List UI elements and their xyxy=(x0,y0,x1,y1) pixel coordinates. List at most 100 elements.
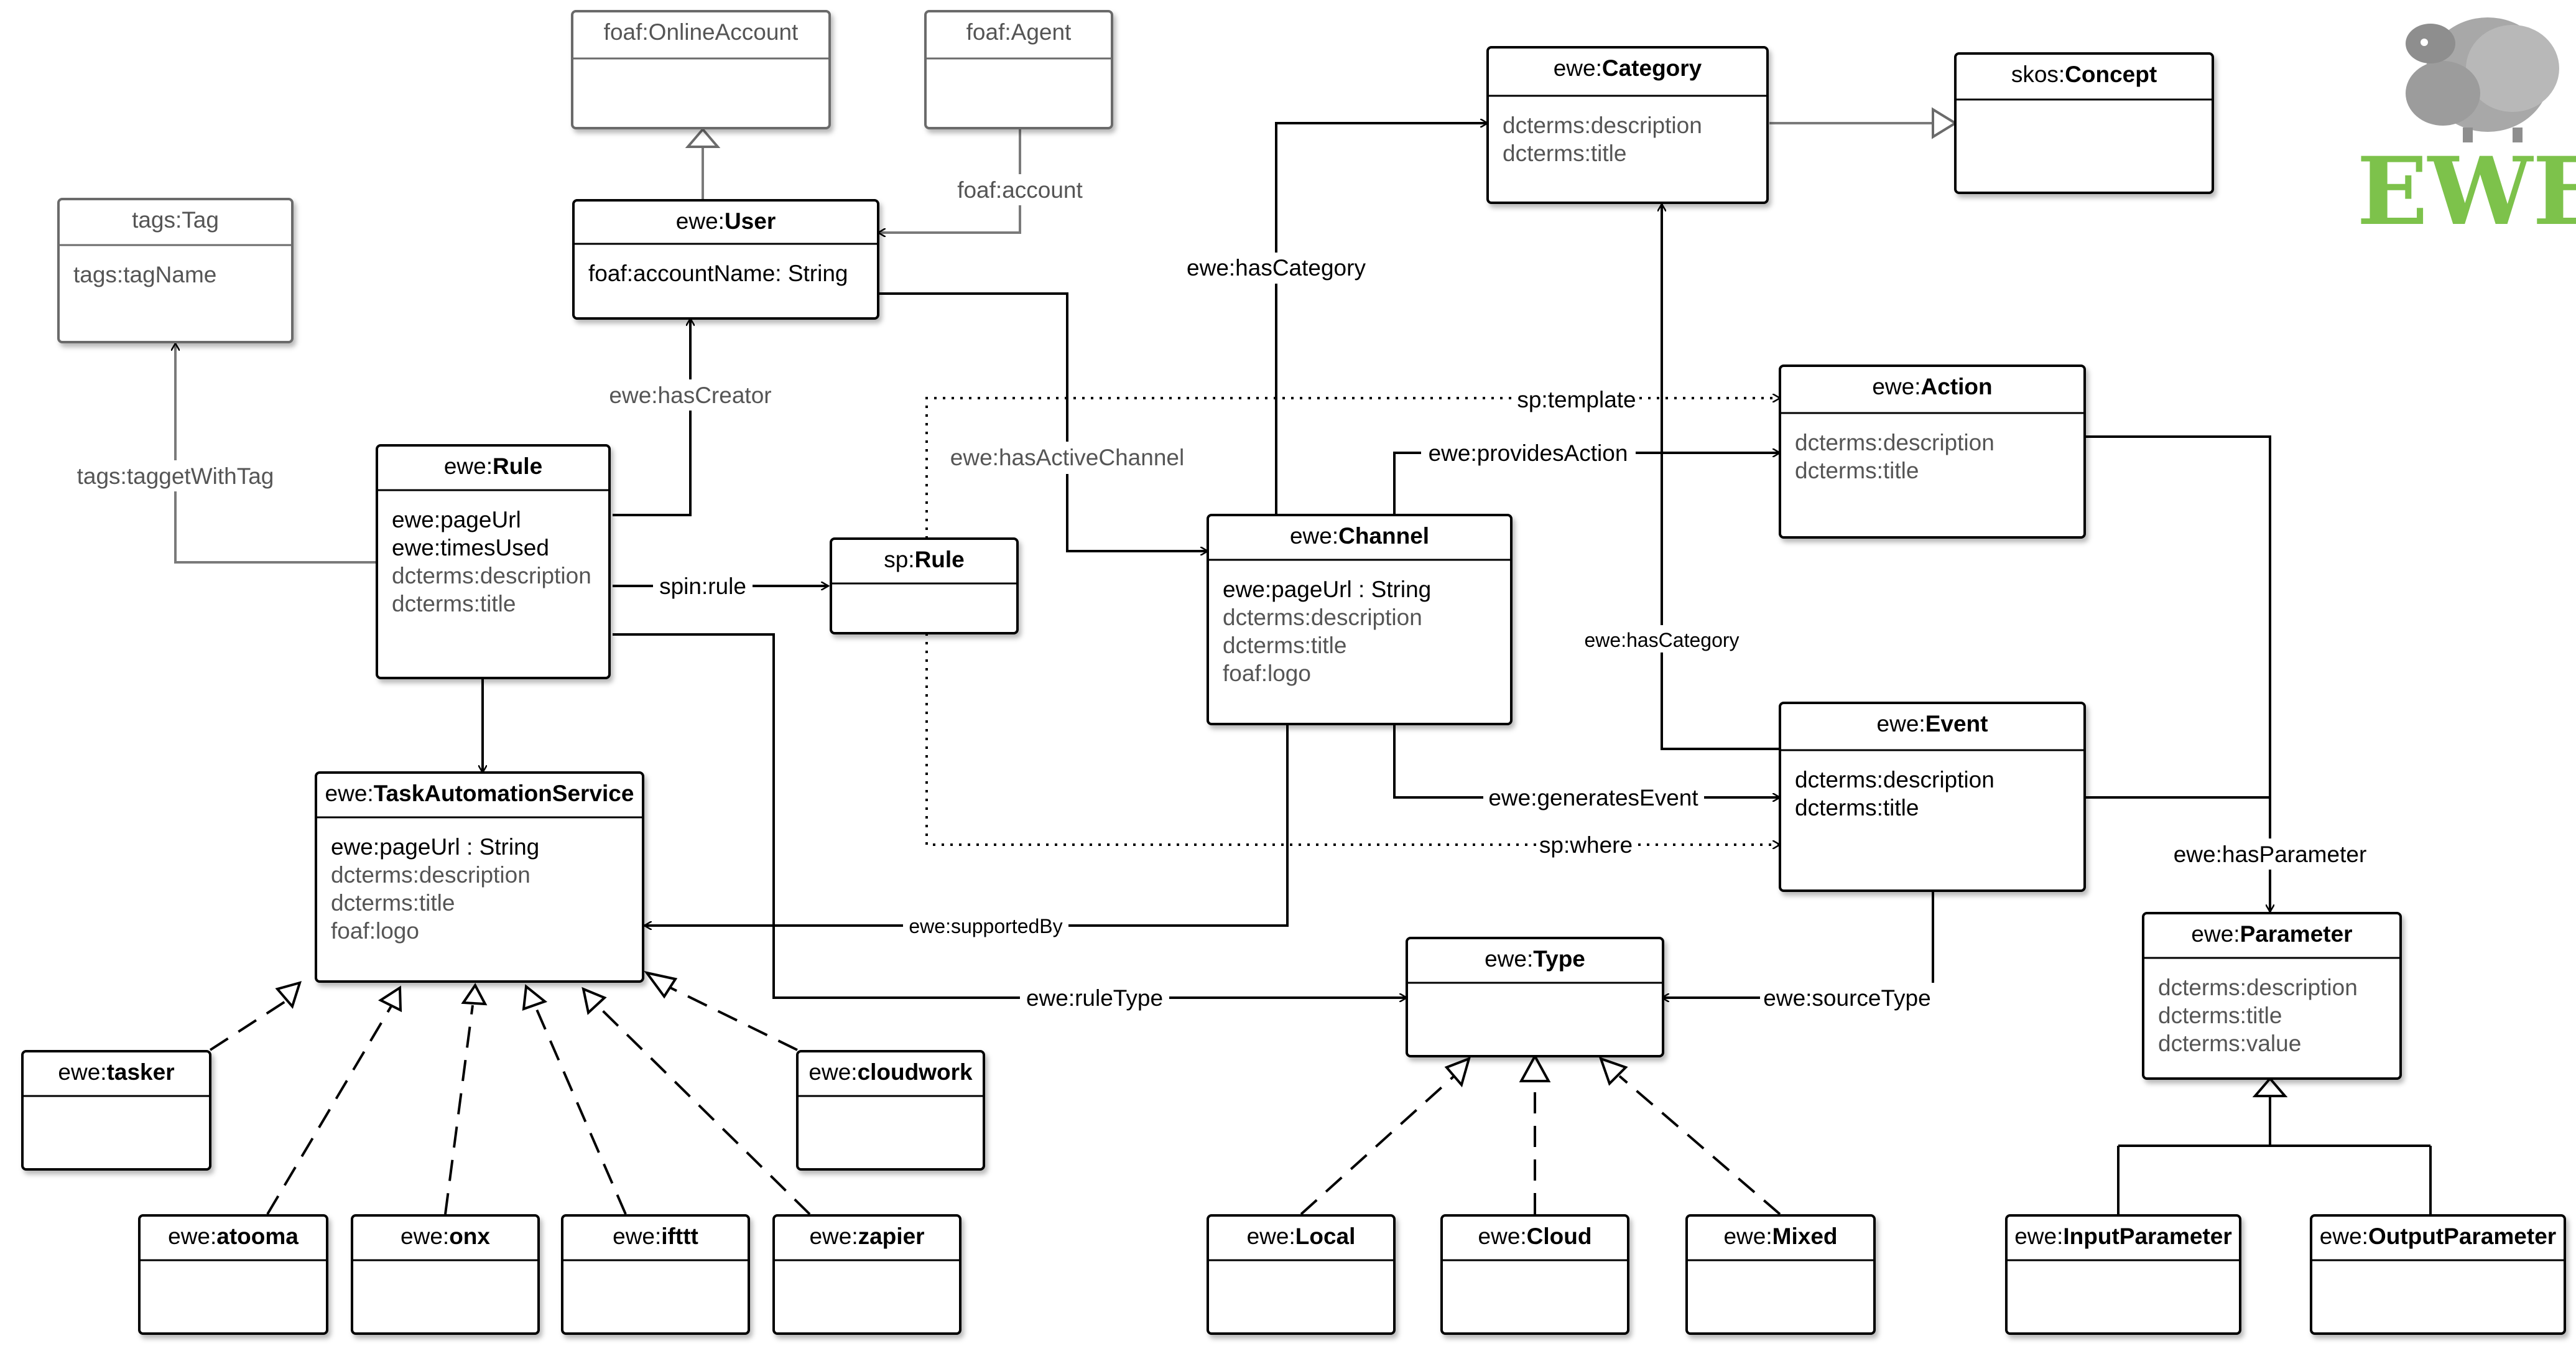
class-local-name: zapier xyxy=(858,1224,925,1249)
class-attribute: tags:tagName xyxy=(73,262,216,287)
class-foaf-agent: foaf:Agent xyxy=(924,10,1113,129)
class-attribute: dcterms:title xyxy=(1795,458,1919,483)
edge-taskautomationservice-subclasses xyxy=(209,970,811,1215)
class-name-ewe-inputparameter: ewe:InputParameter xyxy=(2014,1224,2232,1249)
class-name-sp-rule: sp:Rule xyxy=(884,547,965,572)
class-name-ewe-outputparameter: ewe:OutputParameter xyxy=(2320,1224,2556,1249)
edge-source-type: ewe:sourceType xyxy=(1662,891,1934,1014)
class-local-name: Mixed xyxy=(1772,1224,1838,1249)
class-local-name: User xyxy=(725,208,776,234)
label-foaf-account: foaf:account xyxy=(957,177,1083,203)
class-name-ewe-type: ewe:Type xyxy=(1485,946,1585,972)
class-namespace: ewe: xyxy=(325,781,374,806)
class-local-name: Agent xyxy=(1011,19,1072,45)
edge-channel-has-category: ewe:hasCategory xyxy=(1182,123,1488,515)
edge-type-subclasses xyxy=(1300,1053,1781,1215)
class-skos-concept: skos:Concept xyxy=(1954,52,2214,194)
class-ewe-cloud: ewe:Cloud xyxy=(1440,1214,1629,1335)
class-name-ewe-atooma: ewe:atooma xyxy=(168,1224,299,1249)
class-name-ewe-ifttt: ewe:ifttt xyxy=(613,1224,698,1249)
label-sp-template: sp:template xyxy=(1517,387,1636,412)
class-attribute: foaf:accountName: String xyxy=(588,261,848,286)
class-local-name: Local xyxy=(1295,1224,1356,1249)
class-local-name: tasker xyxy=(107,1059,175,1085)
label-rule-type: ewe:ruleType xyxy=(1026,985,1163,1011)
class-name-ewe-cloud: ewe:Cloud xyxy=(1478,1224,1592,1249)
class-ewe-zapier: ewe:zapier xyxy=(772,1214,961,1335)
edge-user-subclass-onlineaccount xyxy=(685,127,721,200)
relation-edges: foaf:account ewe:hasCreator tags:taggetW… xyxy=(72,107,2432,1215)
class-namespace: ewe: xyxy=(1877,711,1925,736)
edge-parameter-subclasses xyxy=(2117,1076,2432,1214)
class-box-foaf-onlineaccount xyxy=(571,10,831,129)
class-box-ewe-type xyxy=(1406,937,1664,1057)
class-namespace: foaf: xyxy=(604,19,649,45)
class-ewe-type: ewe:Type xyxy=(1406,937,1664,1057)
class-box-ewe-inputparameter xyxy=(2005,1214,2241,1335)
class-box-ewe-outputparameter xyxy=(2310,1214,2566,1335)
class-local-name: Action xyxy=(1921,374,1993,399)
class-ewe-rule: ewe:Ruleewe:pageUrlewe:timesUseddcterms:… xyxy=(376,444,611,679)
class-attribute: ewe:pageUrl : String xyxy=(331,834,539,860)
edge-foaf-account: foaf:account xyxy=(878,128,1091,233)
class-attribute: dcterms:description xyxy=(2158,975,2358,1000)
class-attribute: dcterms:value xyxy=(2158,1031,2301,1056)
edge-event-has-category: ewe:hasCategory xyxy=(1577,204,1780,750)
class-attribute: dcterms:title xyxy=(1223,633,1346,658)
label-tagget-with-tag: tags:taggetWithTag xyxy=(77,463,274,489)
class-attribute: dcterms:title xyxy=(1503,141,1626,166)
class-box-ewe-local xyxy=(1207,1214,1396,1335)
class-box-foaf-agent xyxy=(924,10,1113,129)
class-ewe-inputparameter: ewe:InputParameter xyxy=(2005,1214,2241,1335)
class-ewe-action: ewe:Actiondcterms:descriptiondcterms:tit… xyxy=(1779,365,2086,539)
class-foaf-onlineaccount: foaf:OnlineAccount xyxy=(571,10,831,129)
class-local-name: OnlineAccount xyxy=(649,19,799,45)
class-ewe-tasker: ewe:tasker xyxy=(21,1050,211,1171)
class-local-name: ifttt xyxy=(661,1224,698,1249)
class-local-name: OutputParameter xyxy=(2368,1224,2556,1249)
label-provides-action: ewe:providesAction xyxy=(1429,440,1628,466)
class-name-tags-tag: tags:Tag xyxy=(132,207,219,233)
class-attribute: dcterms:title xyxy=(331,890,455,916)
label-has-parameter: ewe:hasParameter xyxy=(2174,842,2367,867)
class-local-name: Rule xyxy=(493,453,542,479)
class-name-ewe-category: ewe:Category xyxy=(1554,55,1702,81)
class-namespace: ewe: xyxy=(1478,1224,1527,1249)
class-namespace: ewe: xyxy=(168,1224,216,1249)
edge-spin-rule: spin:rule xyxy=(613,571,828,602)
label-source-type: ewe:sourceType xyxy=(1763,985,1930,1011)
class-local-name: Channel xyxy=(1338,523,1429,549)
class-namespace: sp: xyxy=(884,547,914,572)
class-name-foaf-agent: foaf:Agent xyxy=(966,19,1072,45)
class-attribute: ewe:pageUrl xyxy=(392,507,521,532)
class-name-ewe-parameter: ewe:Parameter xyxy=(2191,921,2352,947)
label-supported-by: ewe:supportedBy xyxy=(909,915,1062,937)
label-has-creator: ewe:hasCreator xyxy=(609,383,771,408)
class-namespace: ewe: xyxy=(809,1224,858,1249)
class-namespace: ewe: xyxy=(808,1059,857,1085)
class-ewe-local: ewe:Local xyxy=(1207,1214,1396,1335)
class-box-ewe-parameter xyxy=(2142,912,2402,1080)
label-event-has-category: ewe:hasCategory xyxy=(1584,629,1739,651)
class-local-name: Category xyxy=(1602,55,1702,81)
class-namespace: ewe: xyxy=(1290,523,1338,549)
class-attribute: ewe:timesUsed xyxy=(392,535,549,560)
class-tags-tag: tags:Tag tags:tagName xyxy=(57,198,294,343)
class-ewe-outputparameter: ewe:OutputParameter xyxy=(2310,1214,2566,1335)
class-box-ewe-channel xyxy=(1207,514,1513,725)
class-namespace: ewe: xyxy=(444,453,493,479)
class-namespace: skos: xyxy=(2011,62,2065,87)
class-local-name: Tag xyxy=(182,207,219,233)
edge-sp-template: sp:template xyxy=(925,384,1780,539)
class-namespace: ewe: xyxy=(1485,946,1533,972)
class-namespace: ewe: xyxy=(1554,55,1602,81)
class-ewe-onx: ewe:onx xyxy=(351,1214,540,1335)
class-namespace: ewe: xyxy=(2320,1224,2368,1249)
class-box-ewe-tasker xyxy=(21,1050,211,1171)
class-ewe-event: ewe:Eventdcterms:descriptiondcterms:titl… xyxy=(1779,702,2086,892)
class-box-ewe-atooma xyxy=(138,1214,328,1335)
edge-has-parameter: ewe:hasParameter xyxy=(2085,435,2376,912)
